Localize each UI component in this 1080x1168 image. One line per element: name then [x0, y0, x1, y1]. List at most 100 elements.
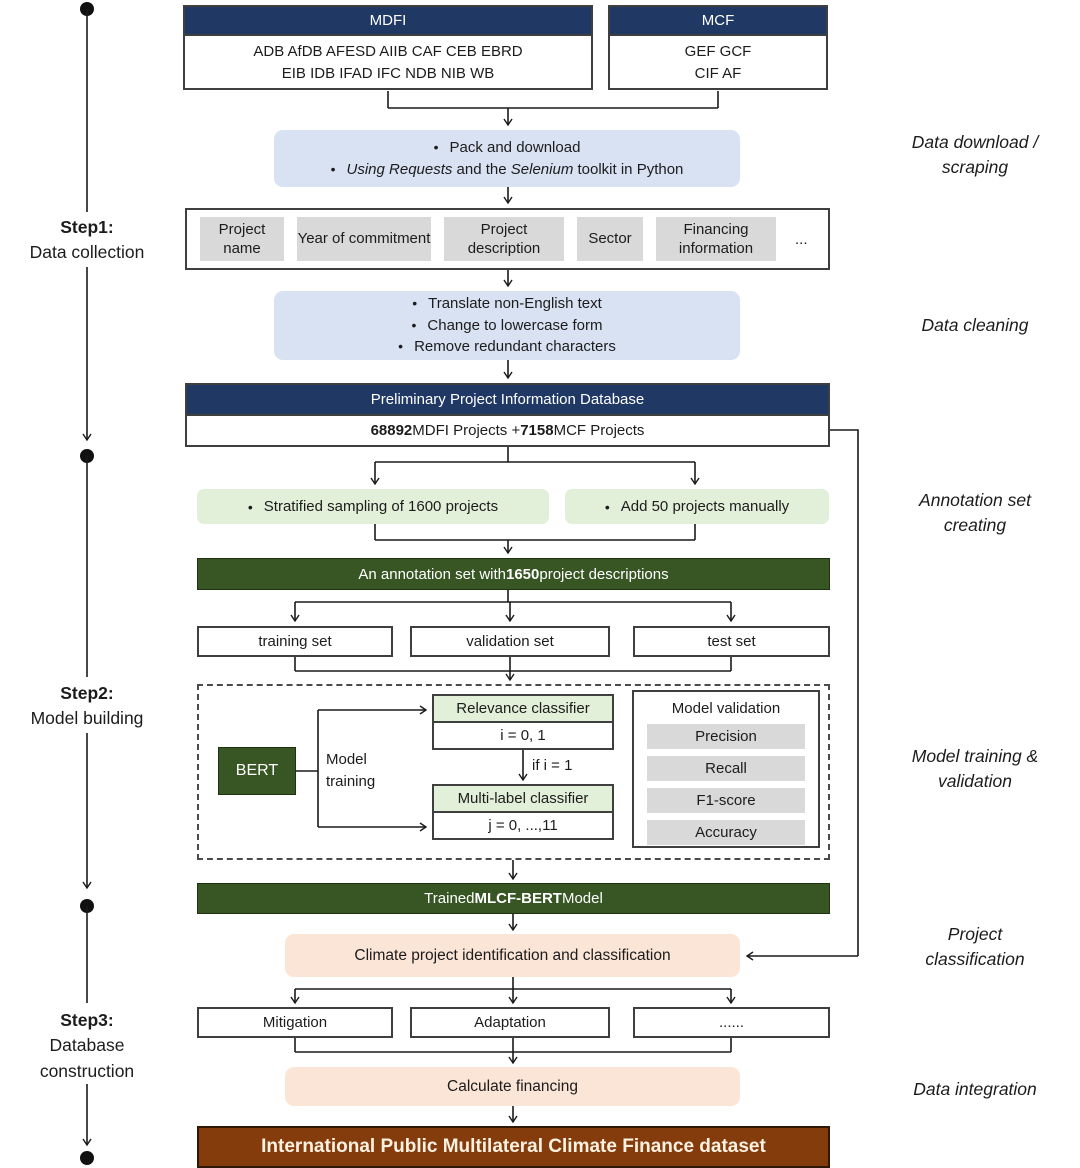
- download-line2-text: Using Requests and the Selenium toolkit …: [347, 159, 684, 181]
- dataset-bar: International Public Multilateral Climat…: [197, 1126, 830, 1168]
- bullet-icon: •: [330, 160, 336, 177]
- stage-label-training: Model training & validation: [911, 746, 1039, 792]
- cleaning-line3-text: Remove redundant characters: [414, 338, 616, 356]
- mcf-members-line1: GEF GCF: [684, 42, 752, 60]
- trained-bar-post: Model: [561, 890, 603, 907]
- step1-title: Step1:: [60, 217, 114, 237]
- mdfi-box: MDFI ADB AfDB AFESD AIIB CAF CEB EBRD EI…: [183, 5, 593, 90]
- mdfi-members-line2: EIB IDB IFAD IFC NDB NIB WB: [281, 65, 495, 82]
- step2-caption: Model building: [30, 708, 144, 729]
- mcf-members-line2: CIF AF: [694, 65, 742, 82]
- mcf-members: GEF GCF CIF AF: [610, 36, 826, 90]
- step1-caption: Data collection: [29, 242, 145, 263]
- annotation-bar-pre: An annotation set with: [358, 565, 506, 583]
- metric-precision: Precision: [647, 724, 805, 749]
- download-line1-text: Pack and download: [449, 138, 581, 156]
- field-chip-year: Year of commitment: [297, 217, 431, 261]
- cleaning-line3: • Remove redundant characters: [398, 336, 616, 358]
- step2-title: Step2:: [60, 683, 114, 703]
- stage-label-cleaning: Data cleaning: [921, 315, 1029, 335]
- mitigation-box: Mitigation: [197, 1007, 393, 1038]
- financing-box: Calculate financing: [285, 1067, 740, 1106]
- step2-label: Step2: Model building: [0, 681, 175, 732]
- model-validation-metrics: Precision Recall F1-score Accuracy: [634, 724, 818, 845]
- cleaning-line1-text: Translate non-English text: [428, 294, 602, 312]
- relevance-classifier-title: Relevance classifier: [434, 696, 612, 723]
- mdfi-header: MDFI: [185, 7, 591, 36]
- mcf-header: MCF: [610, 7, 826, 36]
- mdfi-members-line1: ADB AfDB AFESD AIIB CAF CEB EBRD: [253, 42, 523, 60]
- model-building-container: [197, 684, 830, 860]
- validation-set-box: validation set: [410, 626, 610, 657]
- timeline-line: [80, 2, 94, 1165]
- annotation-bar: An annotation set with 1650 project desc…: [197, 558, 830, 590]
- database-box: Preliminary Project Information Database…: [185, 383, 830, 447]
- trained-model-name: MLCF-BERT: [474, 890, 562, 907]
- cleaning-line2: • Change to lowercase form: [412, 315, 603, 337]
- download-line2: • Using Requests and the Selenium toolki…: [331, 159, 684, 181]
- trained-model-bar: Trained MLCF-BERT Model: [197, 883, 830, 914]
- sampling-label: Stratified sampling of 1600 projects: [263, 498, 499, 515]
- metric-recall: Recall: [647, 756, 805, 781]
- database-header: Preliminary Project Information Database: [187, 385, 828, 416]
- database-counts-mid: MDFI Projects +: [412, 422, 521, 440]
- bullet-icon: •: [412, 294, 418, 311]
- database-counts-tail: MCF Projects: [553, 422, 645, 440]
- fields-row: Project name Year of commitment Project …: [187, 210, 828, 268]
- stage-label-integration: Data integration: [913, 1079, 1037, 1099]
- step3-label: Step3: Database construction: [0, 1008, 175, 1085]
- step3-title: Step3:: [60, 1010, 114, 1030]
- download-box: • Pack and download • Using Requests and…: [274, 130, 740, 187]
- annotation-count: 1650: [506, 565, 540, 583]
- download-line2-tail: toolkit in Python: [573, 160, 684, 178]
- training-set-box: training set: [197, 626, 393, 657]
- flow-connectors: [290, 91, 859, 1124]
- model-validation-title: Model validation: [671, 700, 781, 717]
- bullet-icon: •: [433, 138, 439, 155]
- adaptation-box: Adaptation: [410, 1007, 610, 1038]
- bullet-icon: •: [411, 316, 417, 333]
- selenium-lib: Selenium: [510, 160, 574, 178]
- bert-box: BERT: [218, 747, 296, 795]
- fields-box: Project name Year of commitment Project …: [185, 208, 830, 270]
- multilabel-classifier-box: Multi-label classifier j = 0, ...,11: [432, 784, 614, 840]
- bullet-icon: •: [398, 338, 404, 355]
- trained-bar-pre: Trained: [424, 890, 475, 907]
- mcf-box: MCF GEF GCF CIF AF: [608, 5, 828, 90]
- multilabel-classifier-title: Multi-label classifier: [434, 786, 612, 813]
- fields-ellipsis: ...: [795, 230, 808, 248]
- step1-label: Step1: Data collection: [0, 215, 175, 266]
- condition-label: if i = 1: [532, 757, 573, 774]
- step3-caption: Database construction: [39, 1035, 135, 1081]
- sampling-box: • Stratified sampling of 1600 projects: [197, 489, 549, 524]
- field-chip-sector: Sector: [577, 217, 643, 261]
- model-validation-box: Model validation Precision Recall F1-sco…: [632, 690, 820, 848]
- test-set-box: test set: [633, 626, 830, 657]
- stage-label-annotation: Annotation set creating: [919, 490, 1031, 536]
- classification-box: Climate project identification and class…: [285, 934, 740, 977]
- multilabel-classifier-value: j = 0, ...,11: [488, 817, 558, 834]
- download-line1: • Pack and download: [434, 137, 581, 159]
- cleaning-line1: • Translate non-English text: [412, 293, 602, 315]
- field-chip-project-name: Project name: [200, 217, 284, 261]
- other-category-box: ......: [633, 1007, 830, 1038]
- mdfi-project-count: 68892: [370, 422, 413, 440]
- cleaning-line2-text: Change to lowercase form: [427, 316, 603, 334]
- bullet-icon: •: [604, 498, 610, 515]
- relevance-classifier-value: i = 0, 1: [500, 727, 546, 744]
- model-training-label: Model training: [326, 751, 376, 790]
- field-chip-description: Project description: [444, 217, 564, 261]
- database-counts: 68892 MDFI Projects + 7158 MCF Projects: [187, 416, 828, 447]
- manual-add-label: Add 50 projects manually: [620, 498, 790, 515]
- relevance-classifier-box: Relevance classifier i = 0, 1: [432, 694, 614, 750]
- annotation-bar-post: project descriptions: [539, 565, 669, 583]
- field-chip-financing: Financing information: [656, 217, 776, 261]
- stage-label-classification: Project classification: [925, 924, 1025, 970]
- metric-f1: F1-score: [647, 788, 805, 813]
- bullet-icon: •: [247, 498, 253, 515]
- manual-add-box: • Add 50 projects manually: [565, 489, 829, 524]
- download-line2-mid: and the: [452, 160, 511, 178]
- metric-accuracy: Accuracy: [647, 820, 805, 845]
